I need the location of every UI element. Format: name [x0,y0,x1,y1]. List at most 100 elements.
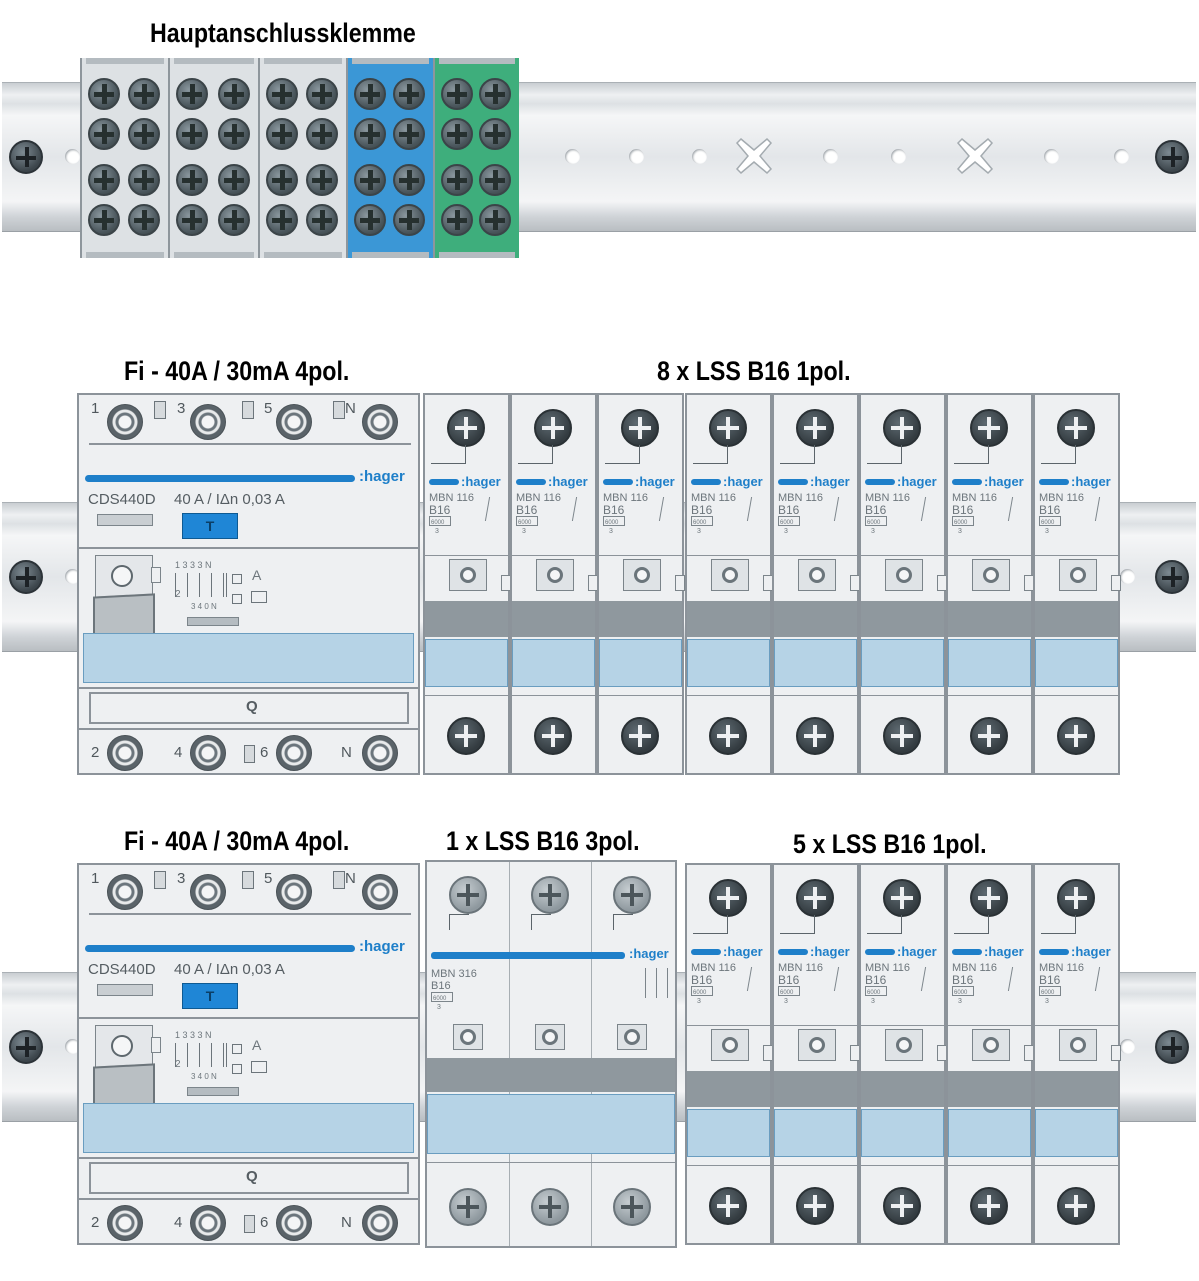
toggle-knob[interactable] [885,1029,923,1061]
wire-line [988,445,989,463]
switch-handle[interactable] [774,601,857,637]
toggle-knob[interactable] [885,559,923,591]
diagram-icon [175,573,227,597]
toggle-knob[interactable] [623,559,661,591]
wire-line [780,463,815,464]
switch-handle[interactable] [427,1058,675,1092]
switch-handle[interactable] [687,601,770,637]
divider [1035,1025,1118,1026]
toggle-knob[interactable] [972,559,1010,591]
switch-handle[interactable] [512,601,595,637]
switch-symbol-icon [1007,967,1024,991]
model-label: MBN 116 [952,962,998,974]
wire-line [431,463,466,464]
wire-line [988,915,989,933]
switch-handle[interactable] [1035,1071,1118,1107]
capacity-label: 6000 [433,996,447,1002]
pole-divider [509,862,510,1246]
wave-symbol-icon [251,591,267,603]
lever-latch [1111,575,1121,591]
terminal-screw-icon [479,164,511,196]
class-label: 3 [435,528,439,535]
model-label: MBN 116 [778,962,824,974]
toggle-knob[interactable] [453,1024,483,1050]
terminal-screw-icon [883,879,921,917]
class-label: 3 [784,528,788,535]
terminal-screw-icon [276,1205,312,1241]
label-window [687,1109,770,1157]
class-label: 3 [697,528,701,535]
switch-symbol-icon [1094,967,1111,991]
terminal-screw-icon [266,78,298,110]
toggle-knob[interactable] [536,559,574,591]
model-label: MBN 116 [603,492,649,504]
toggle-knob[interactable] [972,1029,1010,1061]
divider [861,1165,944,1166]
toggle-knob[interactable] [711,1029,749,1061]
class-label: 3 [871,528,875,535]
divider [425,695,508,696]
terminal-label: N [341,744,352,761]
terminal-screw-icon [709,409,747,447]
switch-handle[interactable] [948,601,1031,637]
divider [1035,1165,1118,1166]
switch-handle[interactable] [774,1071,857,1107]
wire-line [693,933,728,934]
terminal-screw-icon [883,1187,921,1225]
brand-logo: :hager [897,474,937,489]
terminal-screw-icon [128,118,160,150]
divider [948,555,1031,556]
toggle-knob[interactable] [711,559,749,591]
toggle-knob[interactable] [798,559,836,591]
capacity-box [778,986,800,996]
switch-handle[interactable] [425,601,508,637]
toggle-knob[interactable] [449,559,487,591]
test-slot [333,871,345,889]
divider [687,695,770,696]
terminal-screw-icon [107,1205,143,1241]
terminal-block [168,58,258,258]
terminal-screw-icon [190,1205,226,1241]
brand-logo: :hager [359,468,405,485]
toggle-knob[interactable] [798,1029,836,1061]
brand-stripe [691,949,721,955]
divider [427,1162,675,1163]
terminal-screw-icon [970,879,1008,917]
test-button[interactable]: T [182,513,238,539]
toggle-knob[interactable] [1059,1029,1097,1061]
toggle-knob[interactable] [535,1024,565,1050]
switch-symbol-icon [635,968,671,998]
wire-line [449,914,469,915]
label-window [774,639,857,687]
brand-stripe [429,479,459,485]
wire-line [531,914,551,915]
switch-handle[interactable] [861,601,944,637]
wire-line [639,445,640,463]
divider [687,555,770,556]
rail-slot-icon [956,137,994,175]
diagram-top-label: 1 3 3 3 N [175,1030,212,1040]
capacity-label: 6000 [1041,990,1055,996]
divider [948,1025,1031,1026]
terminal-screw-icon [362,404,398,440]
wire-line [613,914,614,930]
terminal-label: 6 [260,744,269,761]
switch-handle[interactable] [687,1071,770,1107]
switch-handle[interactable] [599,601,682,637]
test-button[interactable]: T [182,983,238,1009]
terminal-label: N [341,1214,352,1231]
toggle-knob[interactable] [617,1024,647,1050]
switch-handle[interactable] [948,1071,1031,1107]
capacity-box [429,516,451,526]
terminal-screw-icon [393,78,425,110]
wire-line [531,914,532,930]
switch-handle[interactable] [1035,601,1118,637]
toggle-knob[interactable] [1059,559,1097,591]
switch-symbol-icon [833,497,850,521]
terminal-screw-icon [709,717,747,755]
brand-stripe [865,479,895,485]
terminal-screw-icon [970,717,1008,755]
switch-handle[interactable] [861,1071,944,1107]
